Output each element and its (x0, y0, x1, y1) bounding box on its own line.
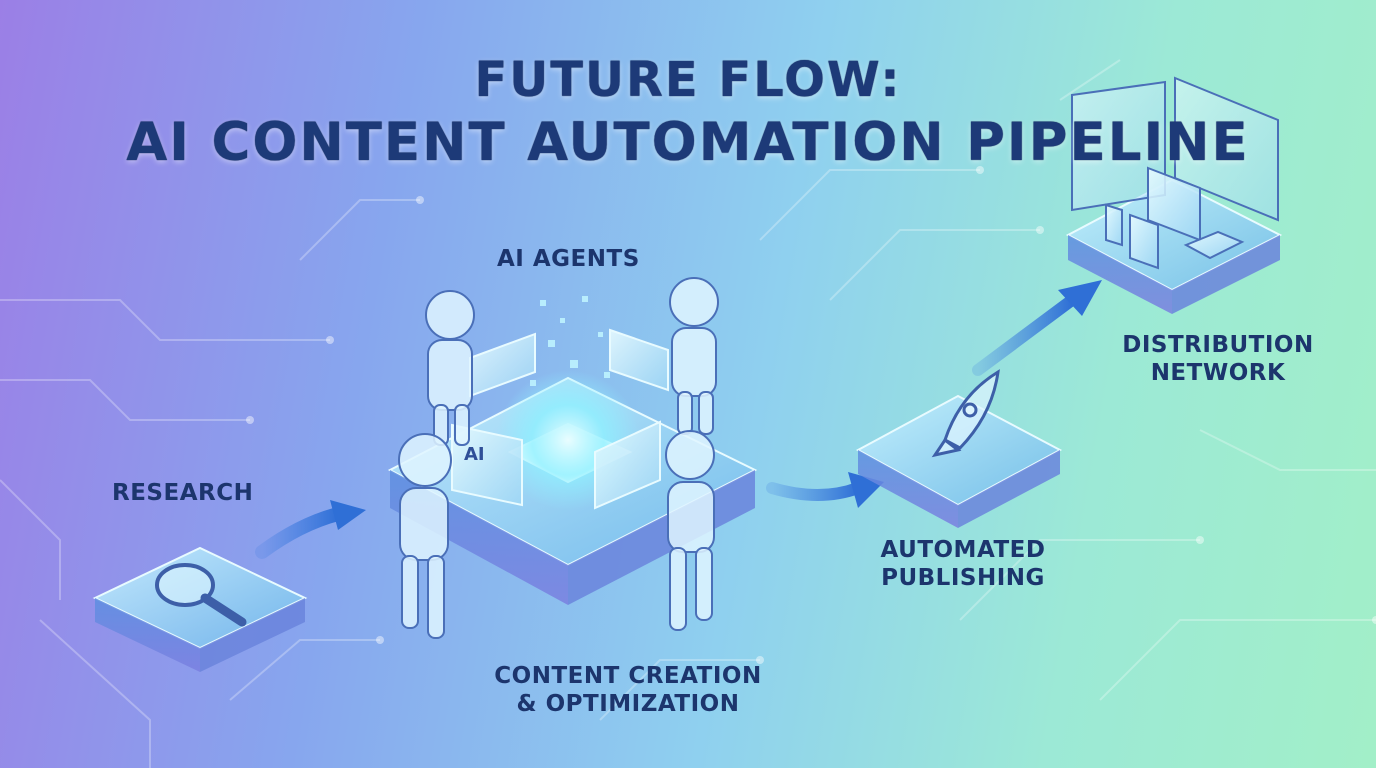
hub-screen-chart (594, 420, 661, 510)
page-title-line-1: FUTURE FLOW: (474, 52, 902, 108)
magnifying-glass-icon (155, 563, 247, 627)
stage-label-distribution-line-1: DISTRIBUTION (1122, 332, 1314, 358)
devices-icon (1071, 76, 1279, 270)
circuit-traces (0, 59, 1376, 768)
robot-agent (398, 433, 452, 639)
stage-label-ai-agents: AI AGENTS (497, 246, 640, 272)
arrow-publishing-to-distribution (972, 294, 1078, 376)
robot-agent (425, 290, 475, 446)
stage-label-distribution-network: DISTRIBUTION NETWORK (1110, 331, 1326, 387)
circuit-nodes (246, 166, 1376, 664)
arrow-hub-to-publishing (766, 482, 864, 501)
stage-label-content-line-2: & OPTIMIZATION (516, 691, 740, 717)
stage-label-automated-publishing: AUTOMATED PUBLISHING (868, 536, 1058, 592)
stage-label-content-creation: CONTENT CREATION & OPTIMIZATION (478, 662, 778, 718)
stage-label-distribution-line-2: NETWORK (1150, 360, 1286, 386)
hub-screen-label: AI (464, 444, 485, 465)
hub-screen-ai: AI (451, 423, 523, 507)
data-particles (530, 296, 610, 386)
distribution-platform (1065, 178, 1283, 314)
robot-agent (669, 277, 719, 435)
stage-label-publishing-line-2: PUBLISHING (881, 565, 1045, 591)
rocket-icon (931, 369, 1000, 458)
stage-label-content-line-1: CONTENT CREATION (494, 663, 762, 689)
page-title-line-2: AI CONTENT AUTOMATION PIPELINE (126, 112, 1250, 173)
agent-tablet-right (609, 328, 669, 392)
stage-label-research: RESEARCH (112, 480, 254, 506)
robot-agent (665, 430, 715, 631)
stage-label-publishing-line-1: AUTOMATED (880, 537, 1046, 563)
arrow-research-to-hub (255, 507, 345, 559)
